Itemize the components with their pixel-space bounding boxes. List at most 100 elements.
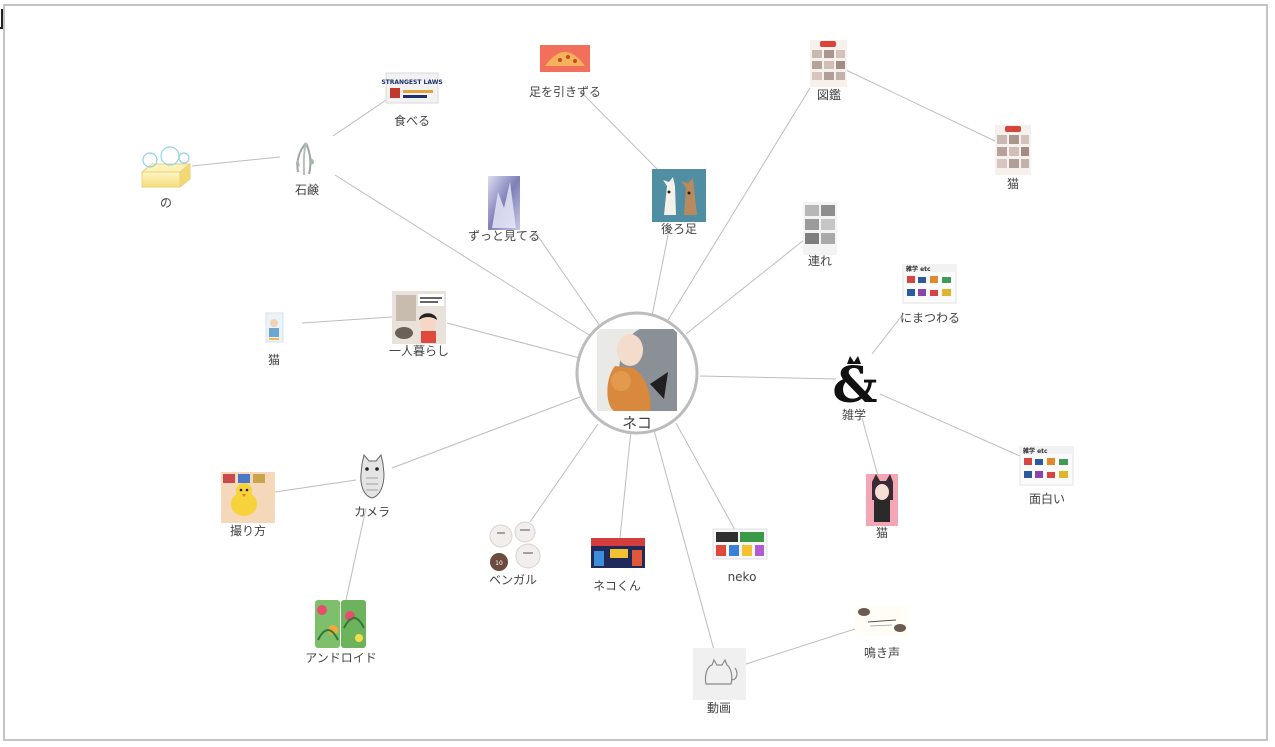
node-omoshiroi[interactable]: 雑学 etc 面白い — [1019, 446, 1074, 506]
node-label: 後ろ足 — [661, 222, 697, 236]
node-neko-zukan[interactable]: 猫 — [995, 125, 1031, 191]
cat-sketch-doodle-icon — [855, 606, 909, 636]
center-node-label: ネコ — [622, 414, 652, 432]
edge-camera-torikata — [274, 479, 357, 493]
node-neko-en[interactable]: neko — [712, 528, 768, 584]
cat-encyclopedia-thumbnail-icon — [995, 125, 1031, 175]
edge-center-nekokun — [619, 429, 632, 539]
edge-center-douga — [653, 429, 715, 651]
edge-center-zatsugaku — [699, 375, 837, 380]
node-label: ベンガル — [489, 573, 537, 587]
two-cats-illustration-icon — [652, 169, 706, 222]
edge-hitori-neko — [301, 316, 393, 324]
node-neko-anime[interactable]: 猫 — [866, 474, 898, 540]
living-alone-thumbnail-icon — [392, 291, 446, 344]
node-zutto[interactable]: ずっと見てる — [468, 176, 540, 243]
node-no[interactable]: の — [140, 146, 192, 210]
node-label: カメラ — [354, 505, 390, 519]
node-douga[interactable]: 動画 — [693, 648, 746, 715]
node-nakigoe[interactable]: 鳴き声 — [855, 606, 909, 660]
node-label: 図鑑 — [817, 87, 841, 102]
edge-center-camera — [391, 396, 581, 469]
game-banner-thumbnail-icon — [591, 538, 645, 568]
cat-stickers-thumbnail-icon: 10 — [489, 521, 541, 571]
trivia-chart-thumbnail-icon: 雑学 etc — [902, 264, 957, 304]
edge-center-sekken — [334, 174, 598, 341]
mindmap-edges — [191, 69, 1021, 665]
node-label: 石鹸 — [295, 183, 319, 197]
svg-text:&: & — [832, 355, 877, 414]
cat-encyclopedia-thumbnail-icon — [810, 40, 847, 87]
cat-girl-anime-icon — [866, 474, 898, 526]
node-ashi[interactable]: 足を引きずる — [529, 45, 601, 99]
ampersand-cat-icon: & — [832, 355, 877, 414]
edge-zatsugaku-nekoanime — [861, 417, 879, 477]
crystal-thumbnail-icon — [488, 176, 520, 230]
node-torikata[interactable]: 撮り方 — [221, 472, 275, 538]
node-label: 面白い — [1029, 491, 1065, 506]
cat-photo-collage-icon — [803, 202, 837, 255]
trivia-chart-thumbnail-icon: 雑学 etc — [1019, 446, 1074, 486]
edge-zatsugaku-nimatsuwaru — [871, 312, 905, 355]
node-zukan[interactable]: 図鑑 — [810, 40, 847, 102]
cat-girl-portrait-icon — [580, 316, 694, 430]
node-sekken[interactable]: 石鹸 — [295, 142, 319, 197]
node-label: 猫 — [876, 526, 888, 540]
node-nimatsuwaru[interactable]: 雑学 etc にまつわる — [900, 264, 960, 325]
food-thumbnail-icon — [540, 45, 590, 72]
node-label: にまつわる — [900, 311, 960, 325]
node-label: 足を引きずる — [529, 85, 601, 99]
soap-bubbles-icon — [140, 146, 192, 189]
node-label: 雑学 — [842, 407, 866, 422]
edge-ushiro-ashi — [580, 91, 659, 171]
node-ushiro[interactable]: 後ろ足 — [652, 169, 706, 236]
edge-center-neko — [675, 422, 736, 531]
node-label: 撮り方 — [230, 523, 266, 538]
cat-outline-icon — [693, 648, 746, 700]
node-android[interactable]: アンドロイド — [305, 600, 377, 665]
svg-text:雑学 etc: 雑学 etc — [1022, 447, 1048, 455]
node-tsure[interactable]: 連れ — [803, 202, 837, 268]
edge-douga-nakigoe — [745, 627, 859, 665]
node-neko-small[interactable]: 猫 — [265, 312, 284, 367]
svg-text:雑学 etc: 雑学 etc — [905, 265, 931, 273]
chick-photo-thumbnail-icon — [221, 472, 275, 523]
center-node-neko[interactable]: ネコ — [575, 311, 699, 435]
edge-center-ushiro — [651, 224, 671, 317]
node-label: 猫 — [1007, 177, 1019, 191]
edge-sekken-no — [191, 156, 281, 167]
node-label: 食べる — [394, 113, 430, 128]
node-bengal[interactable]: 10 ベンガル — [489, 521, 541, 587]
node-label: 鳴き声 — [864, 646, 900, 660]
hanging-plant-icon — [295, 142, 314, 176]
small-cat-card-icon — [265, 312, 284, 343]
edge-camera-android — [345, 507, 367, 601]
edge-zukan-neko — [845, 69, 998, 143]
cat-illustration-banner-icon — [712, 528, 768, 560]
node-label: 連れ — [808, 254, 832, 268]
edge-center-zukan — [667, 87, 811, 321]
window-corner-mark — [0, 9, 3, 29]
node-nekokun[interactable]: ネコくん — [591, 538, 645, 593]
tropical-phone-case-icon — [315, 600, 366, 648]
edge-center-tsure — [685, 239, 805, 335]
node-label: アンドロイド — [305, 651, 377, 665]
svg-text:10: 10 — [495, 560, 503, 567]
node-camera[interactable]: カメラ — [354, 453, 390, 519]
svg-text:STRANGEST LAWS: STRANGEST LAWS — [381, 79, 442, 86]
node-label: neko — [728, 570, 757, 584]
edge-center-bengal — [529, 423, 599, 523]
edge-center-hitori — [446, 322, 581, 359]
node-taberu[interactable]: STRANGEST LAWS 食べる — [381, 72, 443, 128]
node-label: ネコくん — [593, 579, 641, 593]
node-label: 動画 — [707, 701, 731, 715]
node-label: の — [160, 196, 172, 210]
cat-sketch-icon — [360, 453, 385, 499]
node-label: 一人暮らし — [389, 344, 449, 358]
edge-sekken-taberu — [332, 99, 387, 137]
edge-center-zutto — [534, 231, 601, 327]
node-zatsugaku[interactable]: & 雑学 — [832, 355, 877, 422]
node-hitorigurashi[interactable]: 一人暮らし — [389, 291, 449, 358]
node-label: ずっと見てる — [468, 229, 540, 243]
